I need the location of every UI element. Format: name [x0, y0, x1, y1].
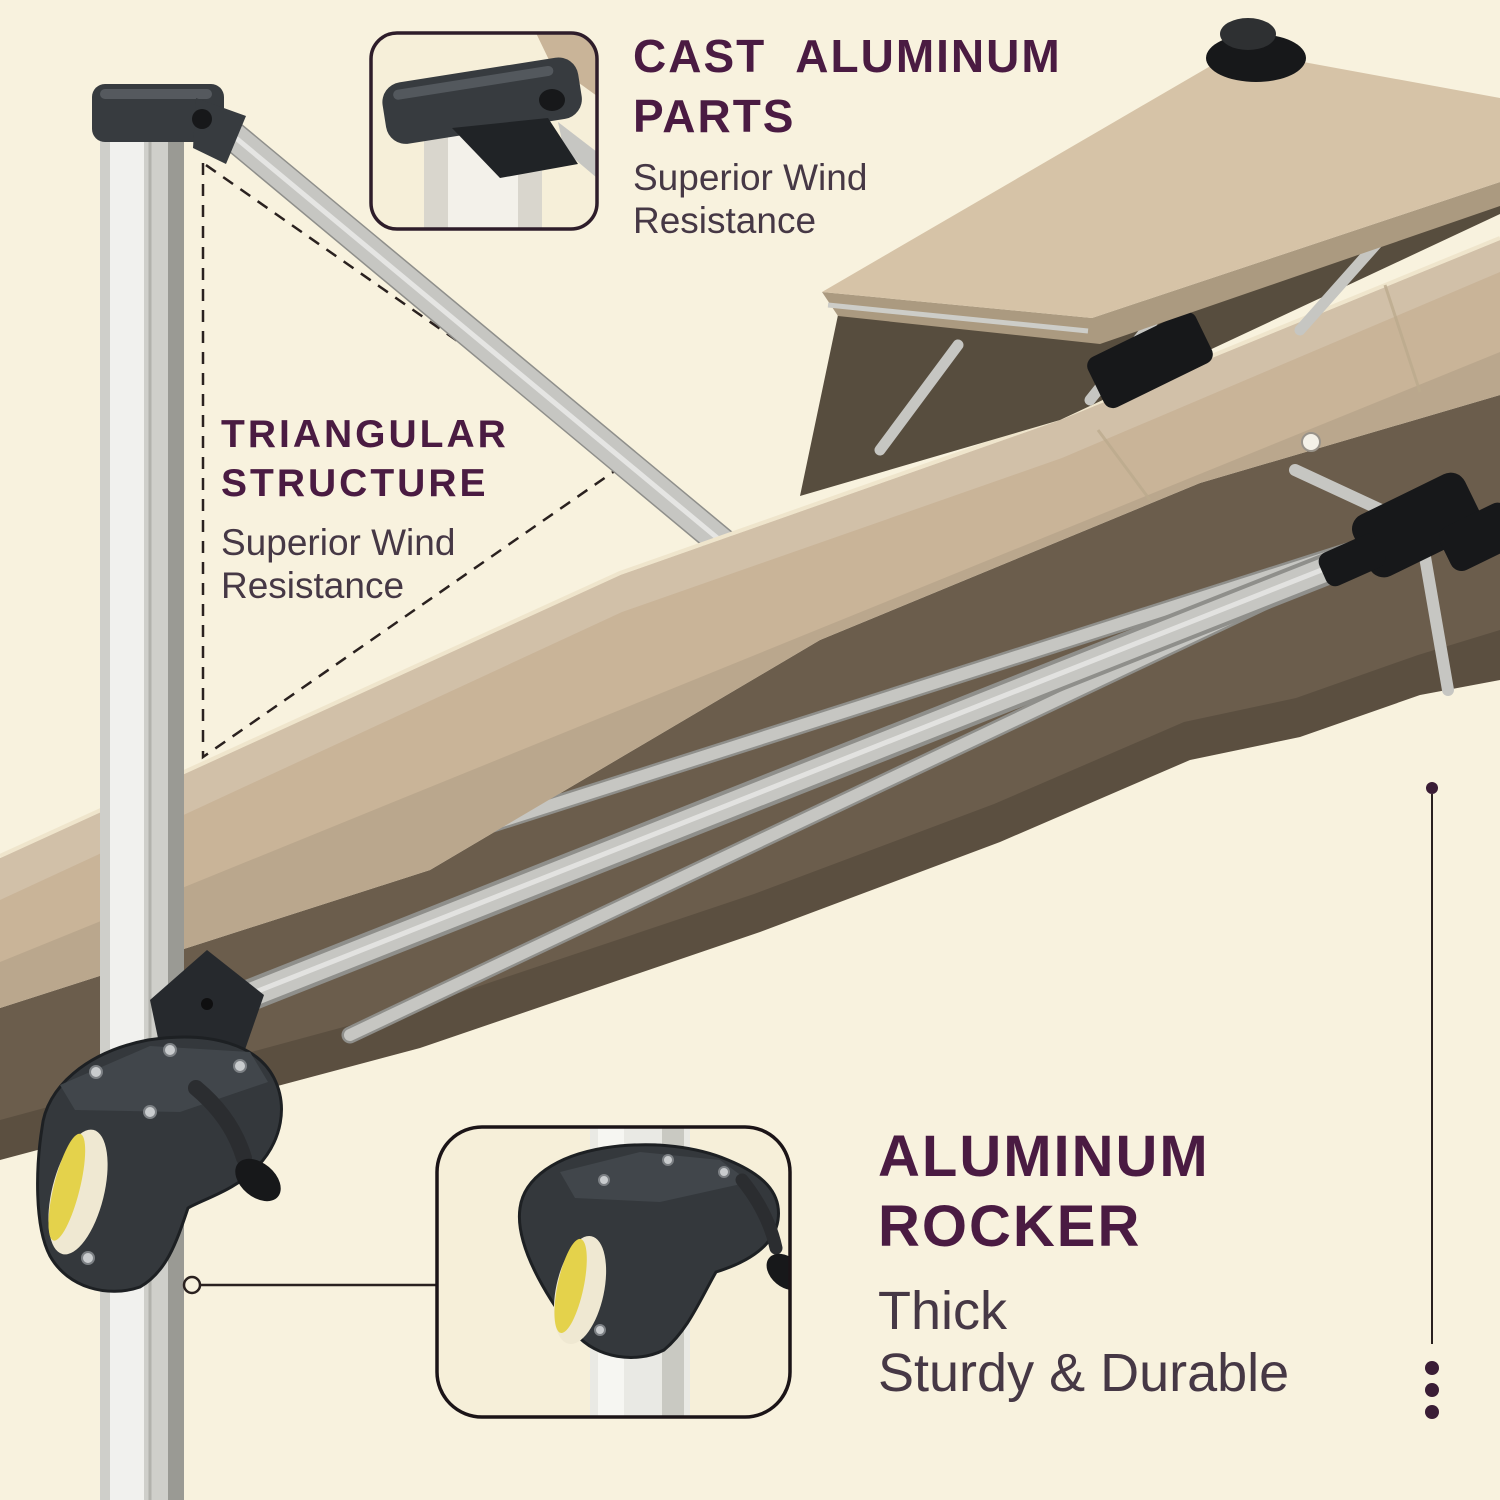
canopy: [0, 18, 1500, 1160]
triangular-subtitle-line1: Superior Wind: [221, 522, 456, 563]
cap-knob: [192, 109, 212, 129]
rocker-title-line1: ALUMINUM: [878, 1124, 1210, 1189]
ellipsis-dots: [1425, 1361, 1439, 1419]
top-tier: [822, 50, 1500, 318]
callout-cast-aluminum-parts: CAST ALUMINUM PARTS Superior Wind Resist…: [633, 26, 1062, 242]
triangular-structure-annotation: [201, 160, 632, 760]
cast-aluminum-inset: [369, 31, 599, 231]
canopy-seams: [1096, 284, 1422, 501]
rocker-leader-line: [182, 1275, 437, 1295]
triangular-subtitle-line2: Resistance: [221, 565, 405, 606]
canopy-button: [1301, 432, 1321, 452]
vent-cap: [1206, 18, 1306, 82]
top-tier-flap: [822, 182, 1500, 344]
triangular-title-line2: STRUCTURE: [221, 462, 489, 505]
callout-aluminum-rocker: ALUMINUM ROCKER Thick Sturdy & Durable: [878, 1122, 1289, 1404]
rocker-subtitle-line2: Sturdy & Durable: [878, 1343, 1290, 1403]
rocker-subtitle-line1: Thick: [878, 1281, 1008, 1341]
rocker-title-line2: ROCKER: [878, 1194, 1142, 1259]
cast-subtitle-line2: Resistance: [633, 200, 817, 241]
callout-triangular-structure: TRIANGULAR STRUCTURE Superior Wind Resis…: [221, 410, 509, 607]
canopy-top: [0, 240, 1500, 1008]
cast-aluminum-title: CAST ALUMINUM PARTS: [633, 26, 1062, 146]
rocker-inset: [435, 1125, 792, 1419]
cantilever-arm: [184, 524, 1416, 1031]
rocker-assembly: [36, 950, 283, 1293]
yellow-grip-insert: [48, 1133, 86, 1241]
canopy-underside: [0, 395, 1500, 1160]
triangular-structure-title: TRIANGULAR STRUCTURE: [221, 410, 509, 508]
aluminum-rocker-title: ALUMINUM ROCKER: [878, 1122, 1289, 1262]
crank-handle: [188, 1080, 281, 1202]
aluminum-rocker-subtitle: Thick Sturdy & Durable: [878, 1280, 1289, 1404]
cast-aluminum-subtitle: Superior Wind Resistance: [633, 156, 1062, 242]
triangular-title-line1: TRIANGULAR: [221, 413, 509, 456]
pole-top-cap: [92, 84, 246, 164]
cast-title-line1: CAST ALUMINUM: [633, 30, 1062, 82]
triangular-structure-subtitle: Superior Wind Resistance: [221, 521, 509, 607]
right-leader-line: [1425, 782, 1439, 1419]
cast-title-line2: PARTS: [633, 90, 796, 142]
cast-subtitle-line1: Superior Wind: [633, 157, 868, 198]
canopy-hub: [1318, 472, 1500, 587]
rocker-screws: [81, 1043, 247, 1265]
